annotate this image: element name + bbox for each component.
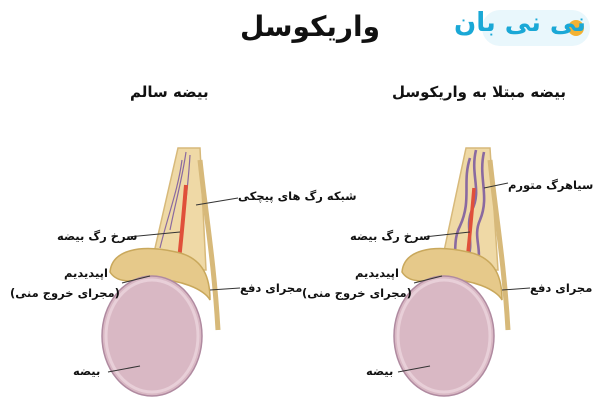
- varicocele-testis-heading: بیضه مبتلا به واریکوسل: [392, 83, 566, 101]
- brand-logo: [482, 8, 590, 48]
- varicocele-leader-lines: [397, 182, 531, 373]
- diagram-title: واریکوسل: [240, 10, 380, 43]
- healthy-spermatic-cord: [149, 147, 207, 271]
- label-healthy-testicular-artery: سرخ رگ بیضه: [57, 229, 138, 243]
- healthy-testis-group: [101, 147, 221, 397]
- label-varicocele-testis: بیضه: [366, 364, 394, 378]
- label-varicocele-testicular-artery: سرخ رگ بیضه: [350, 229, 431, 243]
- label-varicocele-vas-deferens: مجرای دفع: [530, 281, 593, 295]
- varicocele-testis: [393, 275, 495, 397]
- label-healthy-testis: بیضه: [73, 364, 101, 378]
- varicocele-vas-deferens: [487, 159, 511, 331]
- label-healthy-epididymis: اپیدیدیم: [64, 266, 108, 280]
- label-varicocele-epididymis: اپیدیدیم: [355, 266, 399, 280]
- brand-logo-text: نی نی بان: [454, 8, 586, 38]
- label-healthy-vas-deferens: مجرای دفع: [240, 281, 303, 295]
- healthy-vas-deferens: [197, 159, 221, 331]
- label-varicocele-epididymis-note: (مجرای خروج منی): [302, 286, 412, 300]
- label-pampiniform-plexus: شبکه رگ های پیچکی: [238, 189, 357, 203]
- varicocele-testis-group: [393, 147, 511, 397]
- healthy-leader-lines: [107, 197, 241, 373]
- label-healthy-epididymis-note: (مجرای خروج منی): [10, 286, 120, 300]
- healthy-testis-heading: بیضه سالم: [130, 83, 209, 101]
- healthy-testis: [101, 275, 203, 397]
- label-swollen-vein: سیاهرگ متورم: [508, 178, 594, 192]
